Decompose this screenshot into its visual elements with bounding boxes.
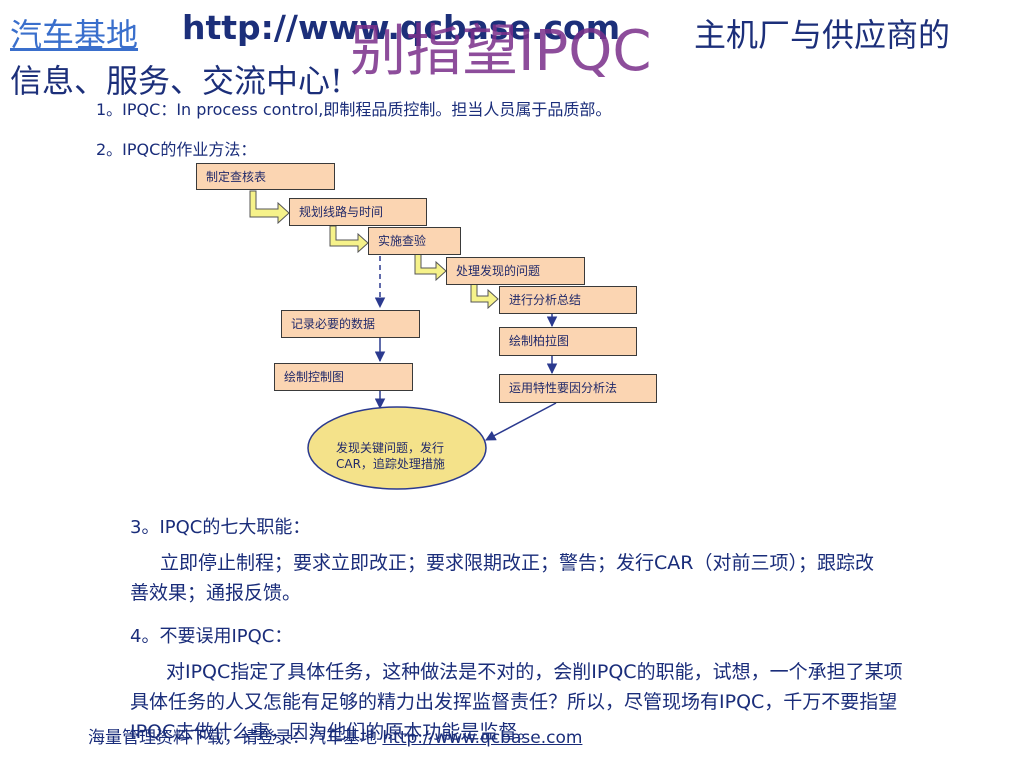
elbow-arrow-2 xyxy=(329,225,369,254)
flow-box-pareto: 绘制柏拉图 xyxy=(499,327,637,356)
footer: 海量管理资料下载，请登录：汽车基地 http://www.qcbase.com xyxy=(88,723,582,748)
footer-text: 海量管理资料下载，请登录：汽车基地 xyxy=(88,728,383,748)
flow-box-control-chart: 绘制控制图 xyxy=(274,363,413,391)
site-url: http://www.qcbase.com xyxy=(182,8,621,47)
flow-box-step3: 实施查验 xyxy=(368,227,461,255)
ellipse-label: 发现关键问题，发行CAR，追踪处理措施 xyxy=(336,441,445,471)
flow-box-fishbone: 运用特性要因分析法 xyxy=(499,374,657,403)
flow-box-step4: 处理发现的问题 xyxy=(446,257,585,285)
site-description-line2: 信息、服务、交流中心! xyxy=(10,62,343,100)
flow-box-record-data: 记录必要的数据 xyxy=(281,310,420,338)
section-3-body: 立即停止制程；要求立即改正；要求限期改正；警告；发行CAR（对前三项）；跟踪改善… xyxy=(130,552,874,604)
elbow-arrow-4 xyxy=(470,283,499,310)
section-3-title: 3。IPQC的七大职能： xyxy=(130,517,311,538)
elbow-arrow-3 xyxy=(414,253,447,282)
flow-box-step1: 制定查核表 xyxy=(196,163,335,190)
arrow-right-3 xyxy=(485,402,557,441)
site-description-line1: 主机厂与供应商的 xyxy=(694,16,951,54)
section-4-body: 对IPQC指定了具体任务，这种做法是不对的，会削IPQC的职能，试想，一个承担了… xyxy=(130,661,903,743)
key-issue-ellipse xyxy=(307,406,487,490)
site-name-link[interactable]: 汽车基地 xyxy=(10,16,139,54)
footer-link[interactable]: http://www.qcbase.com xyxy=(382,728,583,748)
section-2-title: 2。IPQC的作业方法： xyxy=(96,140,257,159)
elbow-arrow-1 xyxy=(249,190,290,225)
section-4-title: 4。不要误用IPQC： xyxy=(130,626,293,647)
flow-box-step2: 规划线路与时间 xyxy=(289,198,427,226)
flow-box-step5: 进行分析总结 xyxy=(499,286,637,314)
slide-title: 别指望IPQC xyxy=(350,19,652,84)
section-1-text: 1。IPQC：In process control,即制程品质控制。担当人员属于… xyxy=(96,100,612,119)
